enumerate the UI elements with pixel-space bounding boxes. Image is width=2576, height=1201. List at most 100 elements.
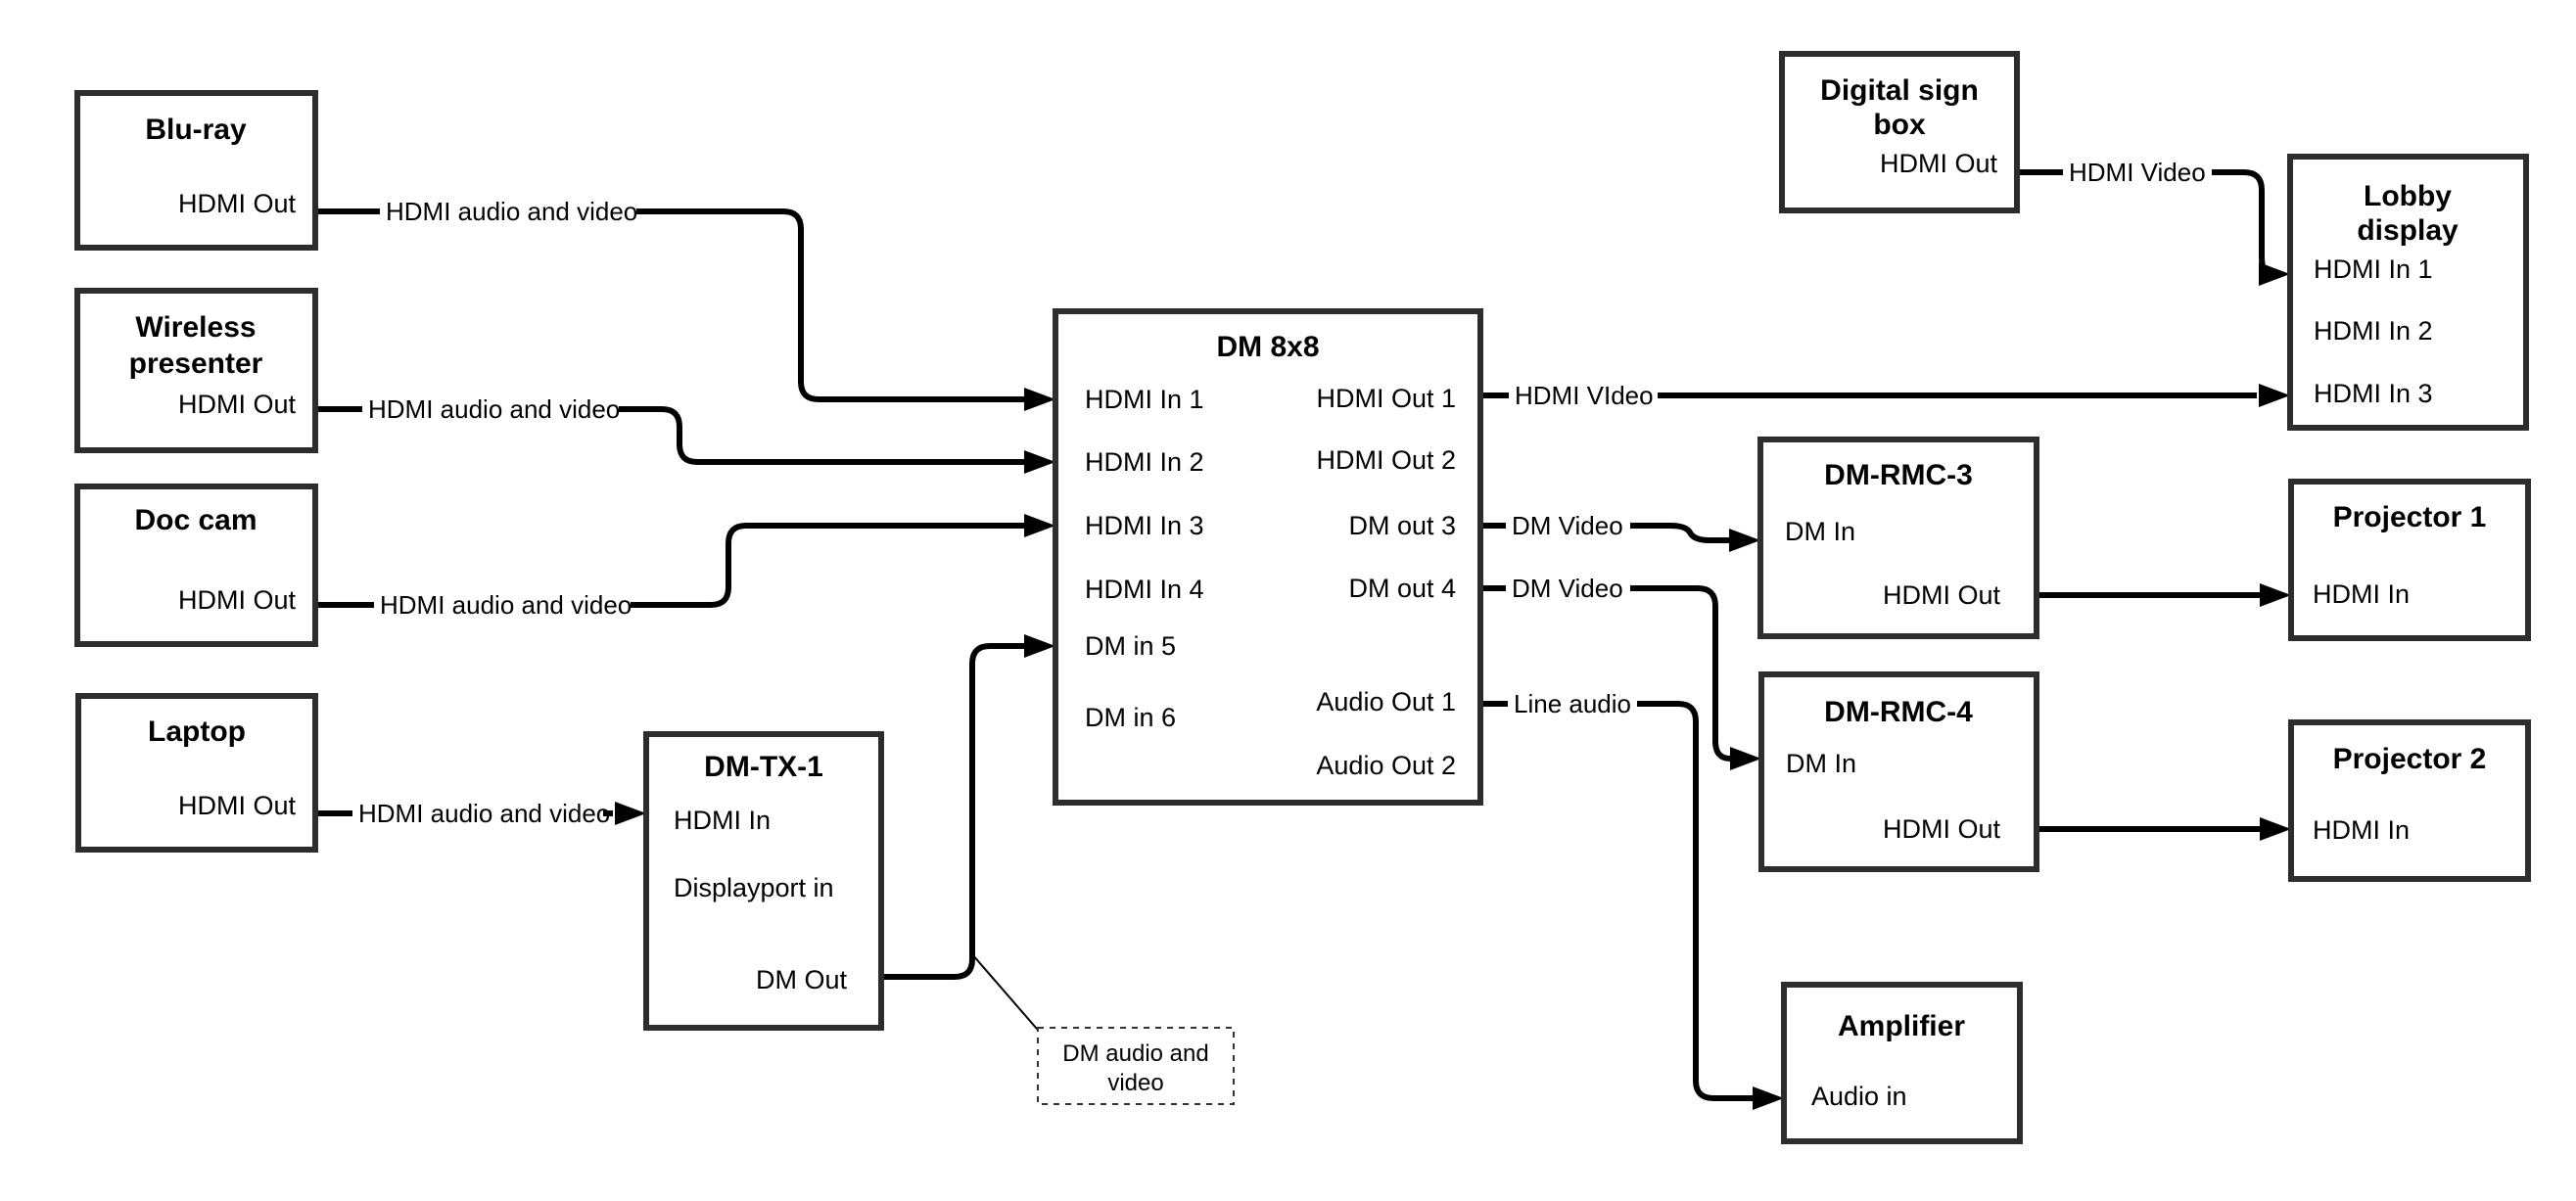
edge-dm8x8-out3-to-dmrmc3 xyxy=(1480,523,1729,543)
lobby-title-line2: display xyxy=(2357,214,2459,247)
edge-label-wireless: HDMI audio and video xyxy=(368,394,620,424)
arrowhead-into-projector2-hdmi-in xyxy=(2260,817,2291,841)
dmtx1-box xyxy=(643,731,884,1031)
laptop-title: Laptop xyxy=(148,716,246,748)
node-projector1: Projector 1 HDMI In xyxy=(2288,479,2531,641)
note-box xyxy=(1037,1027,1235,1105)
arrowhead-into-hdmi-in-2 xyxy=(1024,450,1055,474)
arrowhead-into-amplifier-audio-in xyxy=(1753,1086,1784,1110)
wireless-title-line2: presenter xyxy=(129,347,263,380)
dmrmc4-port-dm-in: DM In xyxy=(1786,749,1856,778)
node-laptop: Laptop HDMI Out xyxy=(75,693,318,853)
dmtx1-port-hdmi-in: HDMI In xyxy=(674,806,771,835)
digital-sign-title-line2: box xyxy=(1873,109,1926,141)
doccam-port-hdmi-out: HDMI Out xyxy=(178,585,297,615)
edge-bluray-to-dm8x8 xyxy=(315,208,1024,402)
dm8x8-port-dm-out-4: DM out 4 xyxy=(1348,574,1456,603)
edge-label-dm-video-3: DM Video xyxy=(1512,511,1623,540)
node-dmrmc4: DM-RMC-4 DM In HDMI Out xyxy=(1758,671,2039,872)
arrowhead-into-lobby-hdmi-in-3 xyxy=(2259,384,2290,407)
doccam-title: Doc cam xyxy=(134,504,257,536)
dmrmc4-box xyxy=(1758,671,2039,872)
lobby-port-hdmi-in-1: HDMI In 1 xyxy=(2314,254,2433,284)
dm8x8-port-dm-out-3: DM out 3 xyxy=(1348,511,1456,540)
note-dm-audio-and-video: DM audio and video xyxy=(1037,1027,1235,1105)
dm8x8-port-hdmi-in-2: HDMI In 2 xyxy=(1085,447,1204,477)
node-bluray: Blu-ray HDMI Out xyxy=(74,90,318,251)
note-text-line2: video xyxy=(1107,1070,1163,1096)
wireless-port-hdmi-out: HDMI Out xyxy=(178,390,297,419)
bluray-title: Blu-ray xyxy=(145,114,247,146)
edge-label-bluray: HDMI audio and video xyxy=(386,197,637,226)
lobby-display-box xyxy=(2287,154,2529,431)
node-dmrmc3: DM-RMC-3 DM In HDMI Out xyxy=(1757,437,2039,639)
edge-dmtx1-to-dm8x8 xyxy=(881,643,1024,980)
arrowhead-into-projector1-hdmi-in xyxy=(2260,583,2291,607)
laptop-port-hdmi-out: HDMI Out xyxy=(178,791,297,820)
edge-dm8x8-out4-to-dmrmc4 xyxy=(1480,585,1731,762)
edge-sign-to-lobby xyxy=(2017,169,2272,277)
dmrmc3-title: DM-RMC-3 xyxy=(1824,459,1973,491)
lobby-port-hdmi-in-2: HDMI In 2 xyxy=(2314,316,2433,346)
arrowhead-into-hdmi-in-1 xyxy=(1024,388,1055,411)
node-amplifier: Amplifier Audio in xyxy=(1781,982,2023,1144)
edge-label-line-audio: Line audio xyxy=(1514,689,1631,718)
node-projector2: Projector 2 HDMI In xyxy=(2288,719,2531,882)
dm8x8-port-hdmi-in-4: HDMI In 4 xyxy=(1085,575,1204,604)
amplifier-port-audio-in: Audio in xyxy=(1811,1082,1907,1111)
edge-label-hdmi-video-out1: HDMI VIdeo xyxy=(1515,381,1654,410)
wireless-box xyxy=(74,288,318,453)
dmrmc4-port-hdmi-out: HDMI Out xyxy=(1883,814,2001,844)
dm8x8-port-hdmi-out-1: HDMI Out 1 xyxy=(1316,384,1456,413)
edge-doccam-to-dm8x8 xyxy=(315,523,1024,608)
projector1-title: Projector 1 xyxy=(2333,501,2487,533)
doccam-box xyxy=(74,484,318,647)
dmrmc3-port-dm-in: DM In xyxy=(1785,517,1855,546)
lobby-title-line1: Lobby xyxy=(2364,180,2452,212)
arrowhead-into-hdmi-in-3 xyxy=(1024,514,1055,537)
arrowhead-into-dm-in-5 xyxy=(1024,634,1055,658)
dm8x8-box xyxy=(1053,308,1483,806)
digital-sign-title-line1: Digital sign xyxy=(1820,74,1979,107)
node-lobby-display: Lobby display HDMI In 1 HDMI In 2 HDMI I… xyxy=(2287,154,2529,431)
dmrmc4-title: DM-RMC-4 xyxy=(1824,696,1973,728)
dmrmc3-box xyxy=(1757,437,2039,639)
node-doccam: Doc cam HDMI Out xyxy=(74,484,318,647)
note-leader-line xyxy=(971,953,1044,1037)
projector1-port-hdmi-in: HDMI In xyxy=(2313,579,2410,609)
wireless-title-line1: Wireless xyxy=(135,311,256,344)
node-dmtx1: DM-TX-1 HDMI In Displayport in DM Out xyxy=(643,731,884,1031)
digital-sign-box xyxy=(1779,51,2020,213)
projector1-box xyxy=(2288,479,2531,641)
projector2-box xyxy=(2288,719,2531,882)
digital-sign-port-hdmi-out: HDMI Out xyxy=(1880,149,1998,178)
amplifier-box xyxy=(1781,982,2023,1144)
edge-label-hdmi-video-sign: HDMI Video xyxy=(2069,158,2206,187)
node-wireless-presenter: Wireless presenter HDMI Out xyxy=(74,288,318,453)
dmrmc3-port-hdmi-out: HDMI Out xyxy=(1883,580,2001,610)
dm8x8-port-dm-in-6: DM in 6 xyxy=(1085,703,1176,732)
arrowhead-into-dmrmc3-dm-in xyxy=(1729,529,1760,552)
arrowhead-into-lobby-hdmi-in-1 xyxy=(2259,262,2290,286)
dm8x8-port-audio-out-1: Audio Out 1 xyxy=(1316,687,1456,716)
dmtx1-port-dm-out: DM Out xyxy=(756,965,848,994)
node-dm8x8: DM 8x8 HDMI In 1 HDMI In 2 HDMI In 3 HDM… xyxy=(1053,308,1483,806)
projector2-port-hdmi-in: HDMI In xyxy=(2313,815,2410,845)
dm8x8-port-hdmi-in-3: HDMI In 3 xyxy=(1085,511,1204,540)
projector2-title: Projector 2 xyxy=(2333,743,2487,775)
dm8x8-port-hdmi-in-1: HDMI In 1 xyxy=(1085,385,1204,414)
edge-label-doccam: HDMI audio and video xyxy=(380,590,632,620)
dmtx1-port-displayport-in: Displayport in xyxy=(674,873,834,902)
dm8x8-port-dm-in-5: DM in 5 xyxy=(1085,631,1176,661)
dm8x8-title: DM 8x8 xyxy=(1216,331,1319,363)
arrowhead-into-dmtx1-hdmi-in xyxy=(615,802,646,825)
node-digital-sign-box: Digital sign box HDMI Out xyxy=(1779,51,2020,213)
laptop-box xyxy=(75,693,318,853)
edge-dm8x8-audio1-to-amplifier xyxy=(1480,701,1753,1101)
edges: HDMI audio and video HDMI audio and vide… xyxy=(315,158,2291,1110)
note-text-line1: DM audio and xyxy=(1062,1040,1208,1067)
amplifier-title: Amplifier xyxy=(1838,1010,1965,1042)
dmtx1-title: DM-TX-1 xyxy=(704,751,823,783)
